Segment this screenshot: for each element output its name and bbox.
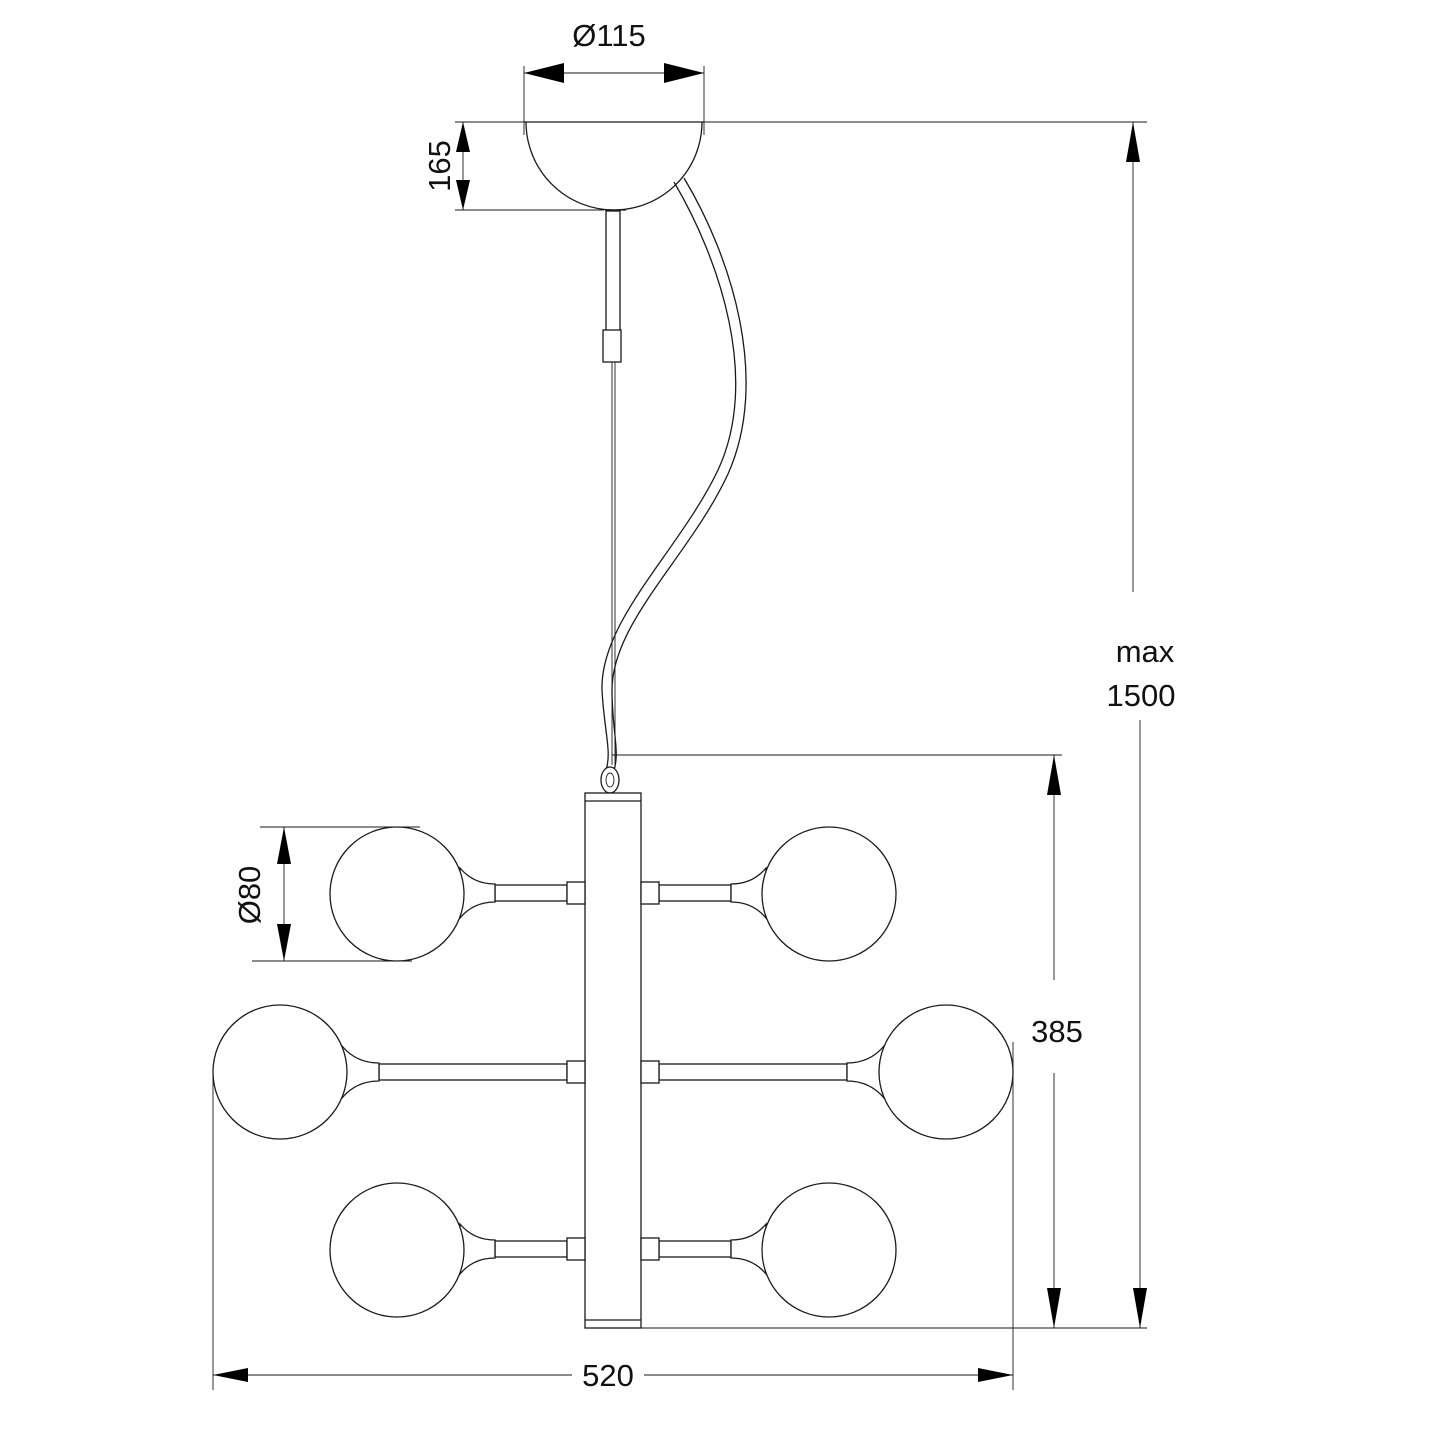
dimension-body-height: 385 (612, 754, 1083, 1328)
arm-middle-left (341, 1044, 586, 1100)
central-body (584, 792, 642, 1329)
label-canopy-diameter: Ø115 (572, 18, 646, 53)
power-cable (600, 177, 747, 794)
globe-upper-right (761, 826, 897, 962)
arm-upper-left (459, 866, 586, 920)
globe-lower-left (329, 1182, 465, 1318)
label-total-width: 520 (582, 1358, 634, 1393)
suspension-rod (602, 210, 622, 765)
label-canopy-height: 165 (422, 140, 457, 192)
globe-middle-left (212, 1004, 348, 1140)
arm-middle-right (640, 1044, 885, 1100)
arm-upper-right (640, 866, 767, 920)
globe-middle-right (878, 1004, 1014, 1140)
dimension-max-height: max 1500 (641, 121, 1176, 1329)
dimension-globe-diameter: Ø80 (232, 826, 420, 962)
label-max-value: 1500 (1107, 678, 1176, 713)
dimension-total-width: 520 (212, 1042, 1014, 1393)
dimension-canopy-height: 165 (422, 121, 604, 211)
globe-lower-right (761, 1182, 897, 1318)
globe-upper-left (329, 826, 465, 962)
label-globe-diameter: Ø80 (232, 866, 267, 925)
label-body-height: 385 (1031, 1014, 1083, 1049)
arm-lower-right (640, 1222, 767, 1276)
dimension-canopy-diameter: Ø115 (523, 18, 705, 135)
arm-lower-left (459, 1222, 586, 1276)
label-max: max (1116, 634, 1175, 669)
canopy (524, 121, 704, 211)
